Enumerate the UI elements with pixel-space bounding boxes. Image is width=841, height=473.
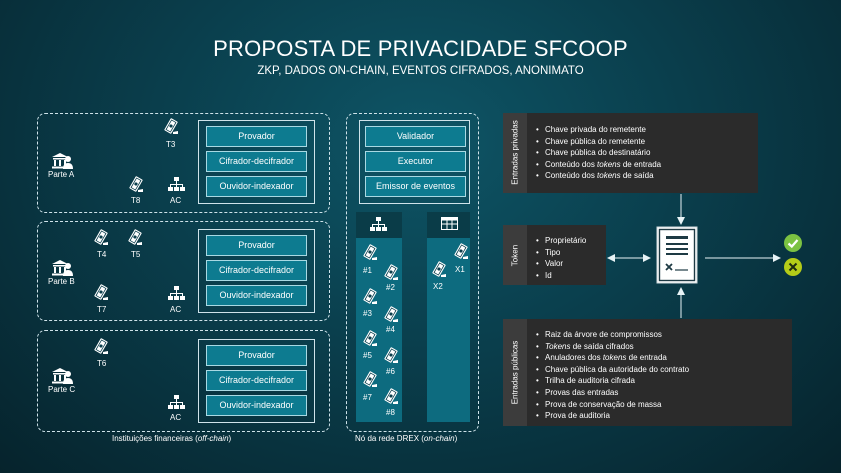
check-icon <box>784 234 802 252</box>
node-roles-box <box>359 120 470 204</box>
private-inputs-label: Entradas privadas <box>510 120 520 185</box>
node-caption: Nó da rede DREX (on-chain) <box>355 434 458 443</box>
list-item: Chave pública da autoridade do contrato <box>545 364 689 376</box>
token-label: #4 <box>386 325 395 334</box>
roles-box <box>198 120 315 204</box>
list-item: Conteúdo dos tokens de entrada <box>545 159 661 171</box>
token-label: T7 <box>97 305 107 314</box>
role-ouvidor: Ouvidor-indexador <box>206 285 307 306</box>
token-label: #5 <box>363 351 372 360</box>
public-inputs-label: Entradas públicas <box>510 340 520 405</box>
ac-label: AC <box>170 196 182 205</box>
commitment-tree-column <box>356 212 402 422</box>
token-label: #3 <box>363 309 372 318</box>
role-ouvidor: Ouvidor-indexador <box>206 176 307 197</box>
token-label: #1 <box>363 266 372 275</box>
page-title: PROPOSTA DE PRIVACIDADE SFCOOP <box>213 36 628 61</box>
token-label: Token <box>510 244 520 267</box>
role-cifrador: Cifrador-decifrador <box>206 370 307 391</box>
list-item: Raiz da árvore de compromissos <box>545 329 689 341</box>
ac-label: AC <box>170 305 182 314</box>
role-provador: Provador <box>206 235 307 256</box>
token-label: T5 <box>131 250 141 259</box>
list-item: Prova de conservação de massa <box>545 399 689 411</box>
x-icon <box>784 258 802 276</box>
role-provador: Provador <box>206 345 307 366</box>
party-label: Parte B <box>48 277 75 286</box>
institutions-caption: Instituições financeiras (off-chain) <box>112 434 232 443</box>
institution-group-c <box>37 330 330 432</box>
role-executor: Executor <box>365 151 466 172</box>
private-inputs-list: Chave privada do remetente Chave pública… <box>545 124 661 182</box>
list-item: Proprietário <box>545 235 586 247</box>
list-item: Prova de auditoria <box>545 410 689 422</box>
token-label: #6 <box>386 367 395 376</box>
table-icon <box>441 217 458 230</box>
role-cifrador: Cifrador-decifrador <box>206 151 307 172</box>
list-item: Conteúdo dos tokens de saída <box>545 170 661 182</box>
public-inputs-list: Raiz da árvore de compromissos Tokens de… <box>545 329 689 422</box>
roles-box <box>198 229 315 313</box>
list-item: Tipo <box>545 247 586 259</box>
list-item: Trilha de auditoria cifrada <box>545 375 689 387</box>
list-item: Chave pública do destinatário <box>545 147 661 159</box>
token-label: X1 <box>455 265 465 274</box>
token-label: T4 <box>97 250 107 259</box>
role-ouvidor: Ouvidor-indexador <box>206 395 307 416</box>
token-label: T3 <box>166 140 176 149</box>
list-item: Anuladores dos tokens de entrada <box>545 352 689 364</box>
party-label: Parte A <box>48 170 75 179</box>
institution-group-b <box>37 221 330 321</box>
document-icon <box>656 226 698 284</box>
token-attributes-list: Proprietário Tipo Valor Id <box>545 235 586 281</box>
page-subtitle: ZKP, DADOS ON-CHAIN, EVENTOS CIFRADOS, A… <box>257 65 584 77</box>
drex-node <box>346 113 479 432</box>
list-item: Chave pública do remetente <box>545 136 661 148</box>
token-label: T8 <box>131 196 141 205</box>
token-label: #8 <box>386 408 395 417</box>
list-item: Provas das entradas <box>545 387 689 399</box>
token-label: T6 <box>97 359 107 368</box>
list-item: Chave privada do remetente <box>545 124 661 136</box>
institution-group-a <box>37 113 330 213</box>
list-item: Tokens de saída cifrados <box>545 341 689 353</box>
roles-box <box>198 339 315 423</box>
list-item: Id <box>545 270 586 282</box>
party-label: Parte C <box>48 385 76 394</box>
role-provador: Provador <box>206 126 307 147</box>
token-label: #2 <box>386 283 395 292</box>
role-emissor: Emissor de eventos <box>365 176 466 197</box>
role-validador: Validador <box>365 126 466 147</box>
ac-label: AC <box>170 413 182 422</box>
role-cifrador: Cifrador-decifrador <box>206 260 307 281</box>
token-label: #7 <box>363 393 372 402</box>
token-label: X2 <box>433 282 443 291</box>
list-item: Valor <box>545 258 586 270</box>
